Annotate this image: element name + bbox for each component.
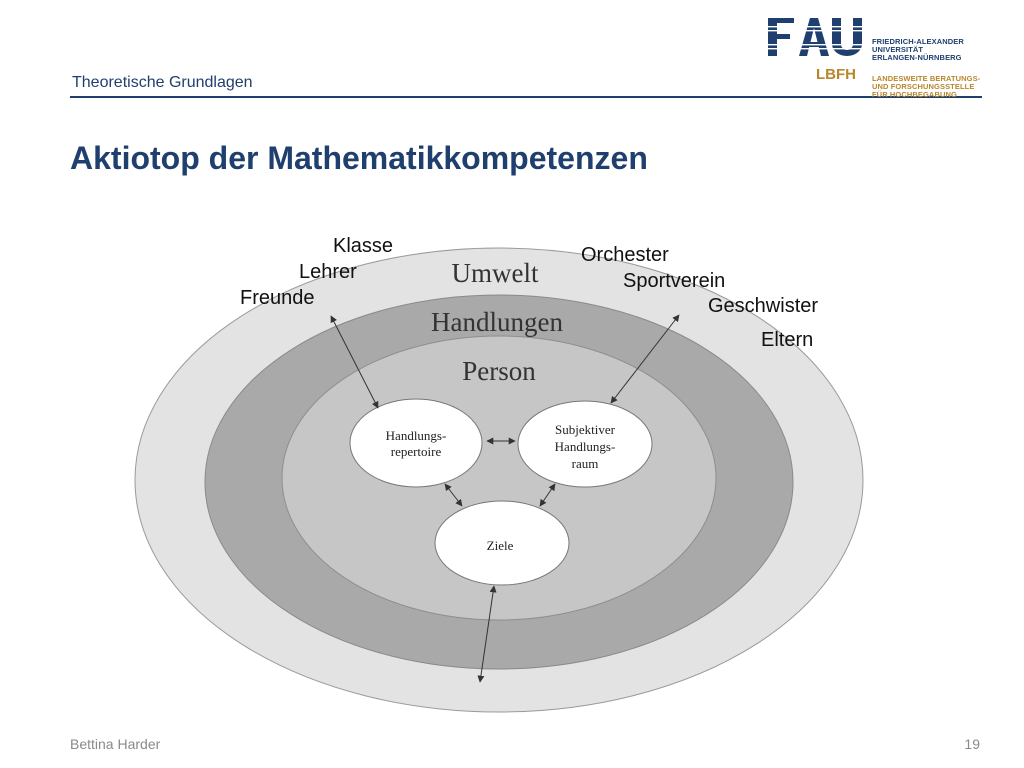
umwelt-label: Umwelt bbox=[452, 258, 539, 288]
section-label: Theoretische Grundlagen bbox=[72, 74, 253, 91]
fau-lbfh-logo: LBFH FRIEDRICH-ALEXANDER UNIVERSITÄT ERL… bbox=[766, 14, 986, 99]
env-label-geschwister: Geschwister bbox=[708, 295, 818, 317]
footer-author: Bettina Harder bbox=[70, 736, 161, 752]
env-label-sportverein: Sportverein bbox=[623, 270, 725, 292]
subjektiv-label-line2: Handlungs- bbox=[555, 439, 616, 454]
env-label-klasse: Klasse bbox=[333, 235, 393, 257]
repertoire-node bbox=[349, 398, 483, 488]
page-number: 19 bbox=[964, 736, 980, 752]
subjektiv-label-line3: raum bbox=[572, 456, 599, 471]
repertoire-label-line2: repertoire bbox=[391, 444, 442, 459]
subjektiv-label-line1: Subjektiver bbox=[555, 422, 616, 437]
center-name: LANDESWEITE BERATUNGS- UND FORSCHUNGSSTE… bbox=[872, 74, 981, 99]
subjektiv-node bbox=[517, 400, 653, 488]
repertoire-label-line1: Handlungs- bbox=[386, 428, 447, 443]
env-label-eltern: Eltern bbox=[761, 329, 813, 351]
handlungen-label: Handlungen bbox=[431, 307, 563, 337]
slide-title: Aktiotop der Mathematikkompetenzen bbox=[70, 140, 648, 176]
ziele-label: Ziele bbox=[487, 538, 514, 553]
university-name: FRIEDRICH-ALEXANDER UNIVERSITÄT ERLANGEN… bbox=[872, 37, 964, 62]
env-label-orchester: Orchester bbox=[581, 244, 669, 266]
header-divider bbox=[70, 96, 982, 98]
env-label-lehrer: Lehrer bbox=[299, 261, 357, 283]
ziele-node bbox=[434, 500, 570, 586]
arrow-subjektiv-ziele bbox=[539, 483, 556, 507]
env-label-freunde: Freunde bbox=[240, 287, 315, 309]
arrow-environment-left bbox=[330, 315, 379, 409]
arrow-environment-right bbox=[610, 314, 680, 404]
fau-logo-mark bbox=[766, 18, 866, 56]
lbfh-logo-text: LBFH bbox=[816, 66, 856, 83]
person-label: Person bbox=[462, 356, 536, 386]
arrow-ziele-environment bbox=[477, 585, 497, 683]
arrow-repertoire-ziele bbox=[444, 483, 463, 507]
